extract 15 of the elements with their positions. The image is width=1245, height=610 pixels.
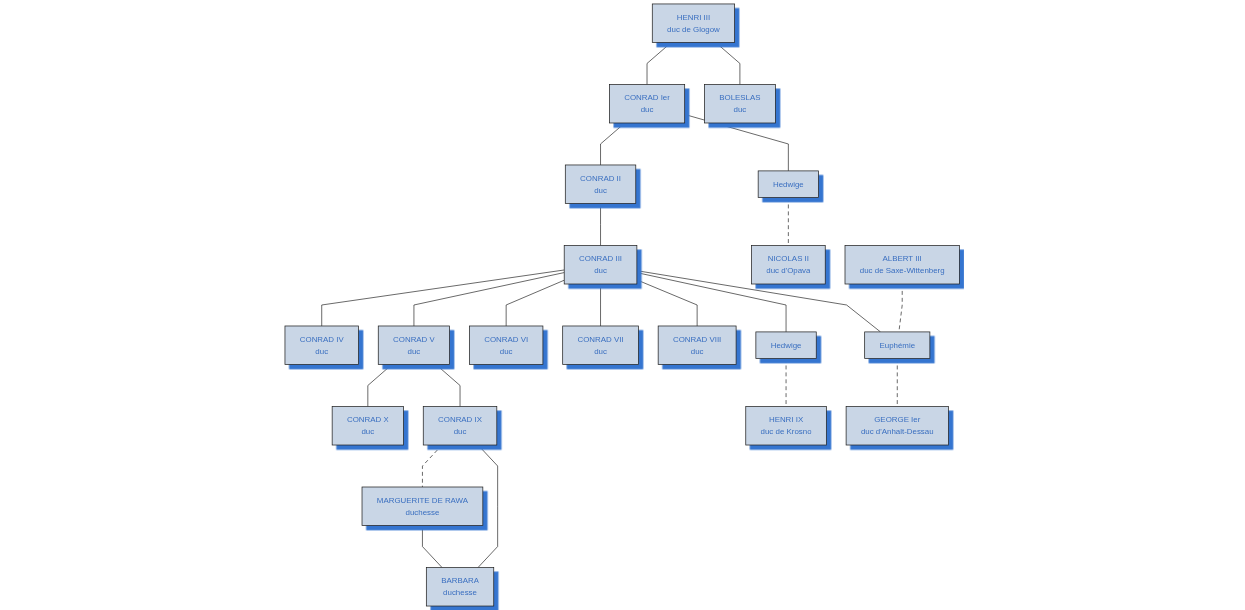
connector (647, 42, 672, 85)
connector (788, 197, 789, 246)
connector (600, 122, 626, 166)
connector (897, 358, 898, 407)
connector (786, 358, 787, 407)
connector (436, 364, 461, 407)
connector (600, 283, 602, 327)
connector (715, 42, 741, 85)
connector (422, 444, 443, 488)
connector (600, 203, 602, 246)
connector (684, 114, 789, 172)
connector (367, 364, 393, 407)
connector (478, 444, 499, 568)
connector (506, 279, 565, 327)
connector (422, 525, 443, 568)
